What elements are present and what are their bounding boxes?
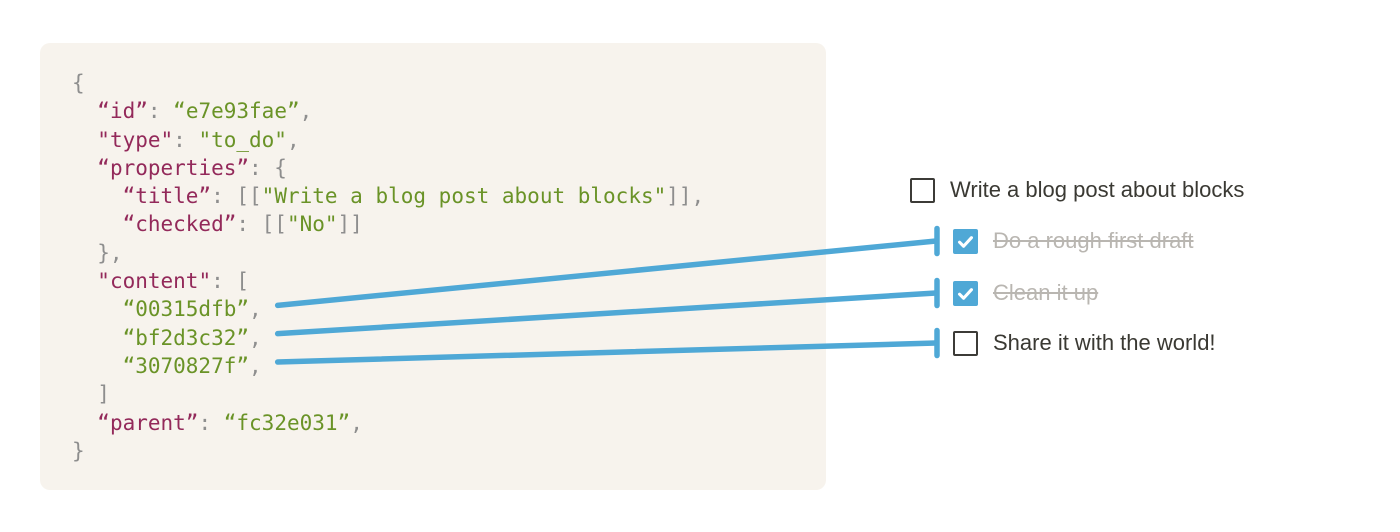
todo-label[interactable]: Clean it up bbox=[993, 280, 1099, 305]
todo-label[interactable]: Share it with the world! bbox=[993, 330, 1216, 355]
checkbox-checked[interactable] bbox=[953, 280, 978, 306]
code-line-text: "content": [ bbox=[97, 269, 250, 294]
code-line-text: ] bbox=[72, 382, 110, 407]
code-line: ] bbox=[72, 380, 826, 408]
checkbox-unchecked[interactable] bbox=[910, 177, 935, 203]
code-line: "content": [ bbox=[72, 267, 826, 295]
todo-label[interactable]: Write a blog post about blocks bbox=[950, 177, 1245, 202]
code-line-text: “title”: [["Write a blog post about bloc… bbox=[122, 184, 705, 209]
code-lines: { “id”: “e7e93fae”, "type": "to_do", “pr… bbox=[72, 69, 826, 465]
code-line: "type": "to_do", bbox=[72, 126, 826, 154]
code-line-text: “parent”: “fc32e031”, bbox=[97, 410, 363, 435]
code-line-text: } bbox=[72, 438, 85, 463]
code-line: “id”: “e7e93fae”, bbox=[72, 97, 826, 125]
code-line: “checked”: [["No"]] bbox=[72, 210, 826, 238]
code-line: “bf2d3c32”, bbox=[72, 324, 826, 352]
code-line-text: “checked”: [["No"]] bbox=[122, 212, 363, 237]
code-line: { bbox=[72, 69, 826, 97]
code-line-text: “bf2d3c32”, bbox=[122, 325, 262, 350]
code-line: “parent”: “fc32e031”, bbox=[72, 409, 826, 437]
checkmark-icon bbox=[958, 287, 973, 300]
checkbox-checked[interactable] bbox=[953, 228, 978, 254]
code-line-text: }, bbox=[72, 240, 123, 265]
todo-item: Clean it up bbox=[953, 280, 1098, 306]
todo-item: Write a blog post about blocks bbox=[910, 177, 1244, 203]
code-line-text: “id”: “e7e93fae”, bbox=[97, 99, 313, 124]
code-line-text: { bbox=[72, 71, 85, 95]
code-line: “00315dfb”, bbox=[72, 295, 826, 323]
code-line: “title”: [["Write a blog post about bloc… bbox=[72, 182, 826, 210]
code-line-text: "type": "to_do", bbox=[97, 127, 300, 152]
code-line: “3070827f”, bbox=[72, 352, 826, 380]
checkbox-unchecked[interactable] bbox=[953, 330, 978, 356]
checkmark-icon bbox=[958, 235, 973, 248]
code-line-text: “00315dfb”, bbox=[122, 297, 262, 322]
code-line: }, bbox=[72, 239, 826, 267]
code-line-text: “properties”: { bbox=[97, 155, 287, 180]
todo-item: Do a rough first draft bbox=[953, 228, 1194, 254]
code-line: } bbox=[72, 437, 826, 465]
json-code-block: { “id”: “e7e93fae”, "type": "to_do", “pr… bbox=[40, 43, 826, 490]
code-line-text: “3070827f”, bbox=[122, 353, 262, 378]
todo-label[interactable]: Do a rough first draft bbox=[993, 228, 1194, 253]
code-line: “properties”: { bbox=[72, 154, 826, 182]
todo-item: Share it with the world! bbox=[953, 330, 1216, 356]
